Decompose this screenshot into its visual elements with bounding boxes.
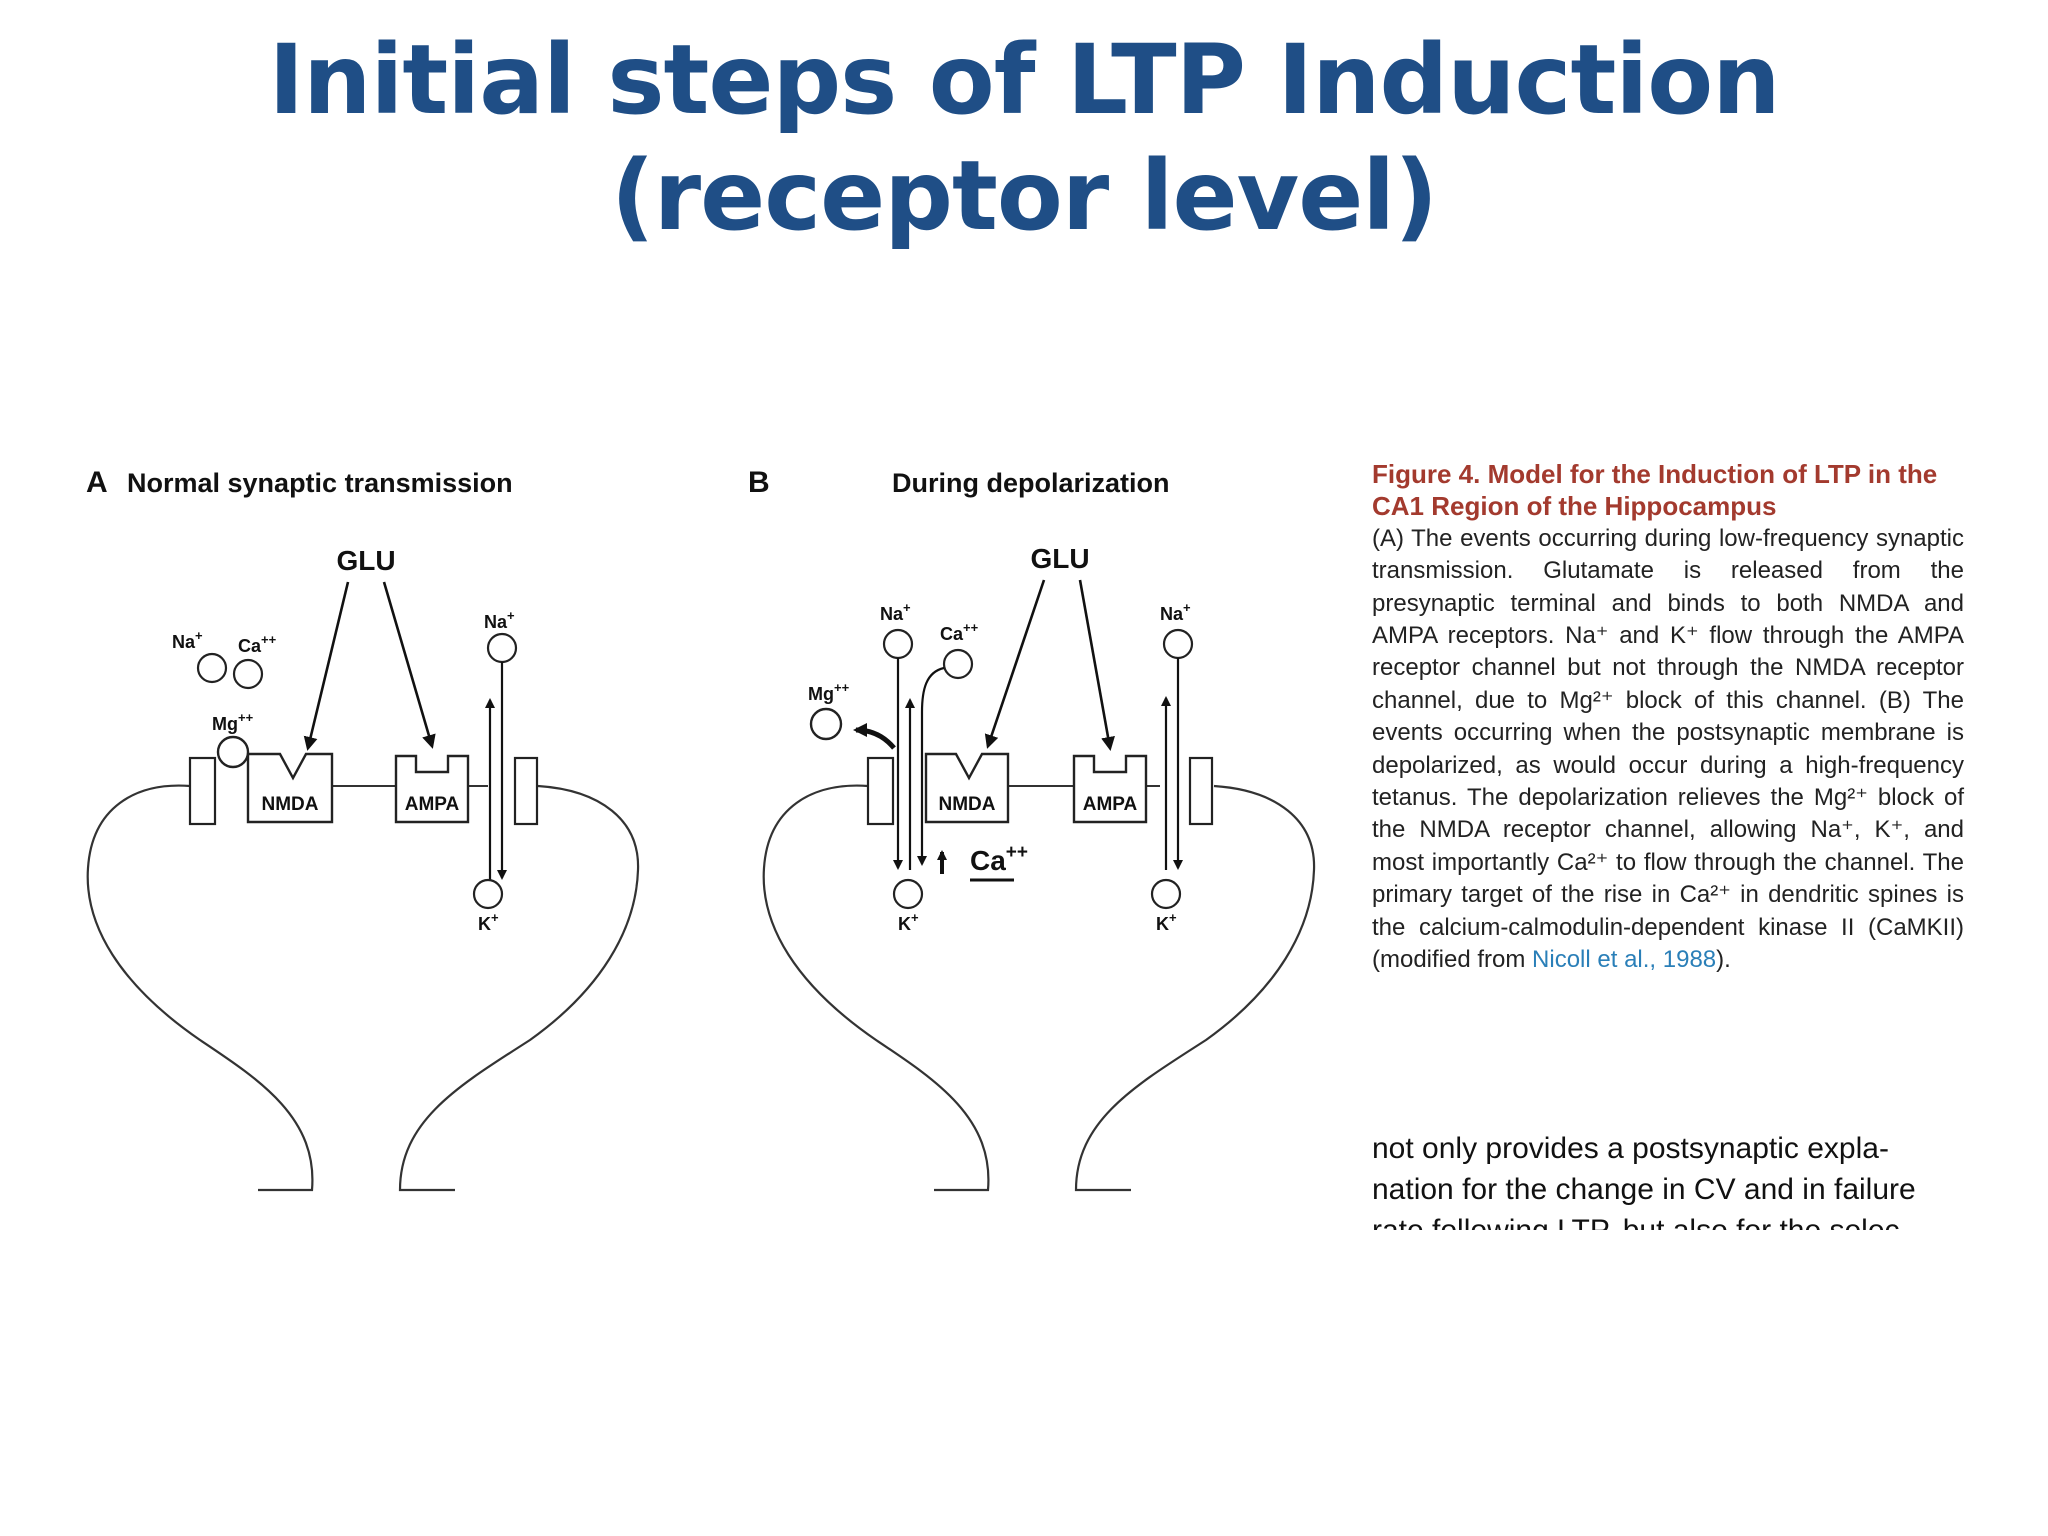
panel-a-na-ion	[196, 652, 228, 684]
panel-b-na-left-label: Na+	[880, 600, 911, 624]
panel-a-k-ion	[472, 878, 504, 910]
panel-b-glu-label: GLU	[1030, 543, 1089, 574]
panel-a-right-block	[513, 756, 539, 826]
panel-a-title: Normal synaptic transmission	[127, 468, 513, 498]
panel-b-membrane-right	[1074, 784, 1316, 1192]
panel-b-title: During depolarization	[892, 468, 1170, 498]
panel-a-ampa-label: AMPA	[405, 794, 460, 815]
article-body-text: not only provides a postsynaptic expla- …	[1372, 1128, 1964, 1230]
panel-a-mg-ion	[216, 735, 250, 769]
panel-b-ca-ion	[942, 648, 974, 680]
panel-b-left-block	[866, 756, 895, 826]
panel-b-mg-ion	[809, 707, 843, 741]
panel-a-mg-label: Mg++	[212, 710, 254, 734]
panel-b-glu-arrow-ampa	[1078, 579, 1115, 751]
slide-title: Initial steps of LTP Induction (receptor…	[0, 22, 2048, 254]
panel-b-ca-inflow-arrow	[917, 666, 945, 866]
panel-a-ca-label: Ca++	[238, 632, 277, 656]
figure-caption-reference-link[interactable]: Nicoll et al., 1988	[1532, 946, 1717, 974]
panel-a: A Normal synaptic transmission NMDA AMPA…	[86, 466, 640, 1192]
slide-title-line2: (receptor level)	[610, 140, 1438, 252]
panel-a-glu-label: GLU	[336, 545, 395, 576]
panel-b-k-left-ion	[892, 878, 924, 910]
panel-b-na-left-ion	[882, 628, 914, 660]
panel-b-ca-label: Ca++	[940, 620, 979, 644]
panel-a-nmda-receptor	[246, 752, 334, 824]
article-body-line-3: rate following LTP, but also for the sel…	[1372, 1210, 1964, 1230]
panel-b: B During depolarization NMDA AMPA GLU Mg…	[748, 466, 1316, 1192]
panel-b-nmda-label: NMDA	[939, 794, 996, 815]
panel-b-nmda-receptor	[924, 752, 1010, 824]
panel-a-k-label: K+	[478, 910, 499, 934]
panel-a-membrane	[86, 784, 314, 1192]
panel-a-nmda-label: NMDA	[262, 794, 319, 815]
panel-b-letter: B	[748, 466, 770, 499]
panel-b-k-left-label: K+	[898, 910, 919, 934]
panel-a-glu-arrow-ampa	[382, 581, 436, 749]
panel-a-glu-arrow-nmda	[303, 581, 350, 751]
panel-b-k-right-label: K+	[1156, 910, 1177, 934]
slide-title-line1: Initial steps of LTP Induction	[268, 24, 1780, 136]
panel-a-left-block	[188, 756, 217, 826]
panel-a-membrane-right	[398, 784, 640, 1192]
panel-b-mg-exit-arrow	[853, 723, 896, 750]
panel-b-na-right-label: Na+	[1160, 600, 1191, 624]
figure-caption-title: Figure 4. Model for the Induction of LTP…	[1372, 459, 1938, 522]
panel-b-ca-rise-label: Ca++	[970, 842, 1028, 876]
panel-b-ampa-receptor	[1072, 754, 1148, 824]
panel-b-na-right-ion	[1162, 628, 1194, 660]
figure-caption: Figure 4. Model for the Induction of LTP…	[1372, 458, 1964, 977]
panel-a-ampa-receptor	[394, 754, 470, 824]
panel-a-ca-ion	[232, 658, 264, 690]
article-body-line-1: not only provides a postsynaptic expla-	[1372, 1132, 1889, 1165]
panel-b-right-block	[1188, 756, 1214, 826]
panel-b-mg-label: Mg++	[808, 680, 850, 704]
panel-a-letter: A	[86, 466, 108, 499]
article-body-line-2: nation for the change in CV and in failu…	[1372, 1173, 1916, 1206]
panel-b-k-right-ion	[1150, 878, 1182, 910]
figure-caption-text: (A) The events occurring during low-freq…	[1372, 524, 1964, 974]
figure-caption-end: ).	[1716, 946, 1731, 974]
panel-a-na-label: Na+	[172, 628, 203, 652]
panel-b-membrane	[762, 784, 990, 1192]
panel-b-glu-arrow-nmda	[984, 579, 1046, 749]
figure-caption-body: (A) The events occurring during low-freq…	[1372, 523, 1964, 977]
panel-a-na-top-label: Na+	[484, 608, 515, 632]
panel-b-ampa-label: AMPA	[1083, 794, 1138, 815]
ltp-receptor-diagram: A Normal synaptic transmission NMDA AMPA…	[86, 466, 1316, 1192]
panel-a-na-top-ion	[486, 632, 518, 664]
